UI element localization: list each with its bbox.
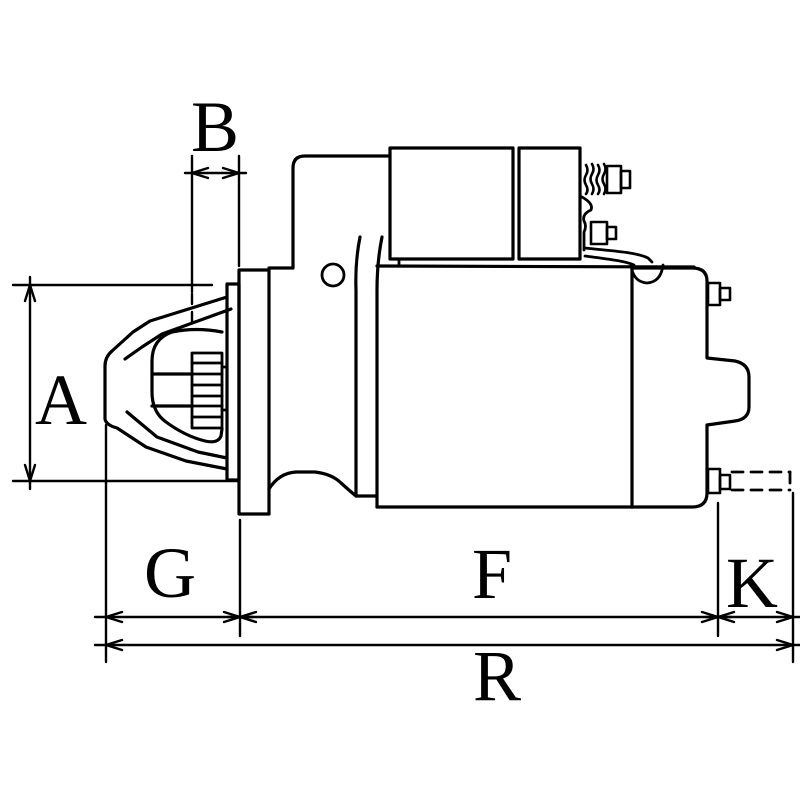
terminal-stud	[583, 162, 632, 196]
yoke-outer-contour	[103, 295, 229, 471]
dimension-label-G: G	[144, 533, 196, 613]
dimension-B	[183, 154, 248, 326]
dimension-label-B: B	[191, 87, 239, 167]
drive-housing	[267, 154, 392, 498]
pinion-gear	[190, 351, 229, 430]
motor-body	[375, 235, 696, 509]
arrowhead	[716, 610, 736, 624]
solenoid	[388, 146, 593, 268]
drive-end-bracket	[103, 295, 233, 471]
bearing-plate	[225, 282, 241, 482]
terminal-stud-tip	[619, 169, 632, 190]
cap-outline	[630, 266, 751, 509]
housing-break-line-left	[354, 235, 379, 498]
dimension-R	[93, 638, 800, 652]
arrowhead	[23, 463, 37, 483]
yoke-lower-inner-line	[125, 410, 229, 460]
drive-housing-top	[267, 154, 392, 270]
dimension-A	[11, 275, 241, 491]
lower-terminal	[589, 220, 618, 246]
mounting-flange	[237, 268, 271, 516]
arrowhead	[775, 610, 795, 624]
dimension-label-R: R	[473, 636, 521, 716]
dimension-label-F: F	[472, 534, 512, 614]
cap-top-bolt	[706, 281, 732, 307]
cap-bottom-bolt	[706, 467, 732, 495]
arrowhead	[775, 638, 795, 652]
arrowhead	[23, 283, 37, 303]
arrowhead	[104, 610, 124, 624]
dimension-label-A: A	[35, 360, 87, 440]
arrowhead	[238, 610, 258, 624]
through-bolt-projection	[730, 470, 792, 492]
drive-housing-bottom	[267, 470, 358, 498]
body-left-edge	[375, 235, 384, 509]
dimension-label-K: K	[726, 543, 778, 623]
solenoid-right-edge	[578, 194, 593, 252]
solenoid-cap	[517, 146, 582, 261]
dimension-K	[704, 610, 800, 624]
terminal-nut	[605, 164, 623, 195]
arrowhead	[104, 638, 124, 652]
yoke-inner-opening	[150, 327, 224, 444]
mounting-hole	[320, 262, 346, 288]
yoke-upper-inner-line	[123, 307, 233, 361]
rear-end-cap	[630, 264, 751, 509]
arrowhead	[221, 166, 241, 180]
solenoid-main-can	[388, 146, 515, 261]
arrowhead	[190, 166, 210, 180]
